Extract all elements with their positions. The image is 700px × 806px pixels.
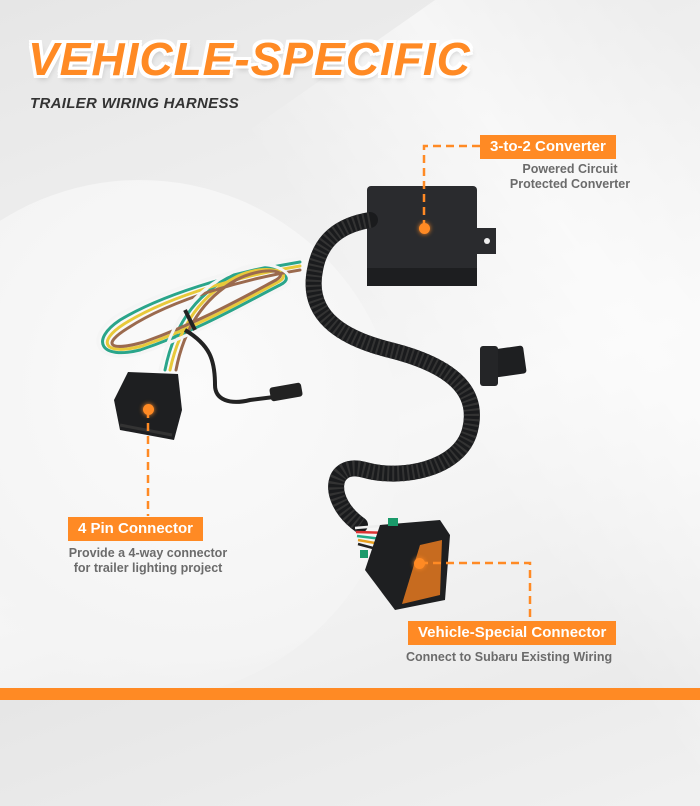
vehicle-connector-desc-line-1: Connect to Subaru Existing Wiring <box>406 650 613 664</box>
converter-box <box>367 186 496 286</box>
callout-leader-lines <box>146 144 532 622</box>
background-swoosh <box>0 180 400 700</box>
cable-tie <box>183 309 197 331</box>
trailer-wires <box>96 256 302 372</box>
four-pin-callout-label: 4 Pin Connector <box>68 517 204 541</box>
page-title: VEHICLE-SPECIFIC <box>28 33 471 85</box>
converter-desc-line-2: Protected Converter <box>509 177 631 191</box>
vehicle-connector-callout-description: Connect to Subaru Existing Wiring <box>406 650 651 665</box>
ground-wire <box>183 328 291 404</box>
vehicle-connector <box>360 518 450 610</box>
converter-callout-description: Powered Circuit Protected Converter <box>490 162 650 192</box>
vehicle-connector-leader-line <box>420 561 532 622</box>
wiring-harness-image <box>96 144 532 622</box>
four-pin-desc-line-2: for trailer lighting project <box>73 561 223 575</box>
converter-desc-line-1: Powered Circuit <box>522 162 618 176</box>
vehicle-connector-callout-label: Vehicle-Special Connector <box>408 621 617 645</box>
four-pin-callout-description: Provide a 4-way connector for trailer li… <box>48 546 248 576</box>
vehicle-connector-marker-dot <box>414 558 425 569</box>
converter-marker-dot <box>419 223 430 234</box>
converter-callout-label: 3-to-2 Converter <box>480 135 616 159</box>
converter-leader-line <box>422 144 482 228</box>
page-subtitle: TRAILER WIRING HARNESS <box>30 95 240 112</box>
flat-connector <box>480 345 527 386</box>
four-pin-marker-dot <box>143 404 154 415</box>
four-pin-desc-line-1: Provide a 4-way connector <box>68 546 228 560</box>
bottom-accent-bar <box>0 688 700 700</box>
